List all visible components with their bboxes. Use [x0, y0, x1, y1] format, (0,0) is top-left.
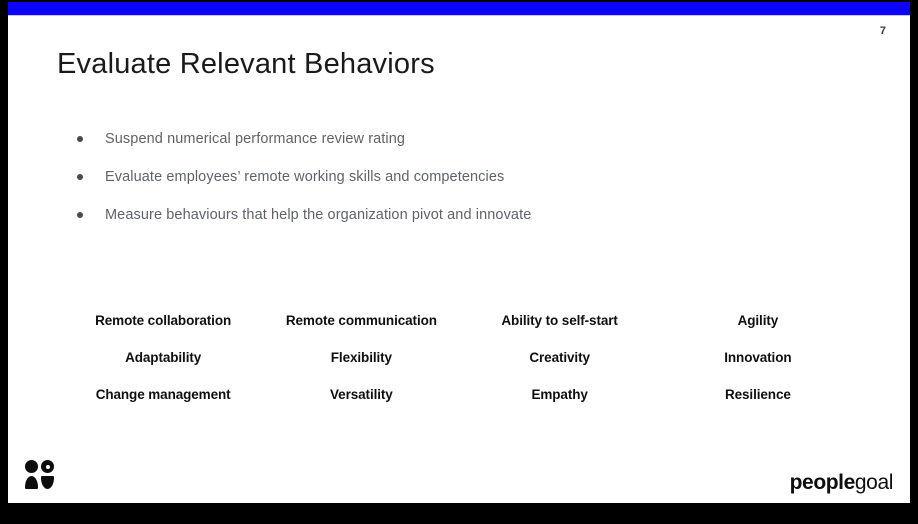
wordmark-light: goal — [854, 471, 894, 494]
bullet-item: Evaluate employees’ remote working skill… — [72, 169, 531, 185]
slide-top-accent-bar — [8, 2, 910, 16]
slide-title: Evaluate Relevant Behaviors — [57, 48, 435, 80]
skill-item: Ability to self-start — [501, 313, 618, 328]
logo-ring-icon — [41, 460, 54, 473]
skill-item: Resilience — [724, 387, 791, 402]
peoplegoal-wordmark: peoplegoal — [789, 471, 894, 495]
logo-body-left-icon — [25, 476, 38, 489]
bullet-dot-icon — [77, 174, 83, 180]
bullet-dot-icon — [77, 136, 83, 142]
bullet-item: Suspend numerical performance review rat… — [72, 131, 531, 147]
skill-item: Empathy — [531, 387, 588, 402]
logo-dot-icon — [25, 460, 38, 473]
skill-item: Remote communication — [285, 313, 437, 328]
bullet-text: Suspend numerical performance review rat… — [105, 131, 406, 147]
skill-item: Flexibility — [330, 350, 392, 365]
skill-item: Change management — [95, 387, 231, 402]
bullet-dot-icon — [77, 212, 83, 218]
skill-item: Adaptability — [125, 350, 202, 365]
bullet-list: Suspend numerical performance review rat… — [72, 131, 531, 245]
page-number: 7 — [879, 25, 886, 37]
slide: 7 Evaluate Relevant Behaviors Suspend nu… — [8, 2, 910, 503]
skills-grid: Remote collaboration Remote communicatio… — [64, 313, 857, 402]
skill-item: Versatility — [330, 387, 393, 402]
bullet-item: Measure behaviours that help the organiz… — [72, 207, 531, 223]
wordmark-bold: people — [789, 471, 856, 494]
skill-item: Remote collaboration — [95, 313, 232, 328]
peoplegoal-mark-icon — [25, 460, 55, 498]
skill-item: Agility — [737, 313, 779, 328]
logo-body-right-icon — [41, 476, 54, 489]
skill-item: Innovation — [724, 350, 792, 365]
skill-item: Creativity — [529, 350, 590, 365]
bullet-text: Measure behaviours that help the organiz… — [105, 207, 532, 223]
bullet-text: Evaluate employees’ remote working skill… — [105, 169, 505, 185]
